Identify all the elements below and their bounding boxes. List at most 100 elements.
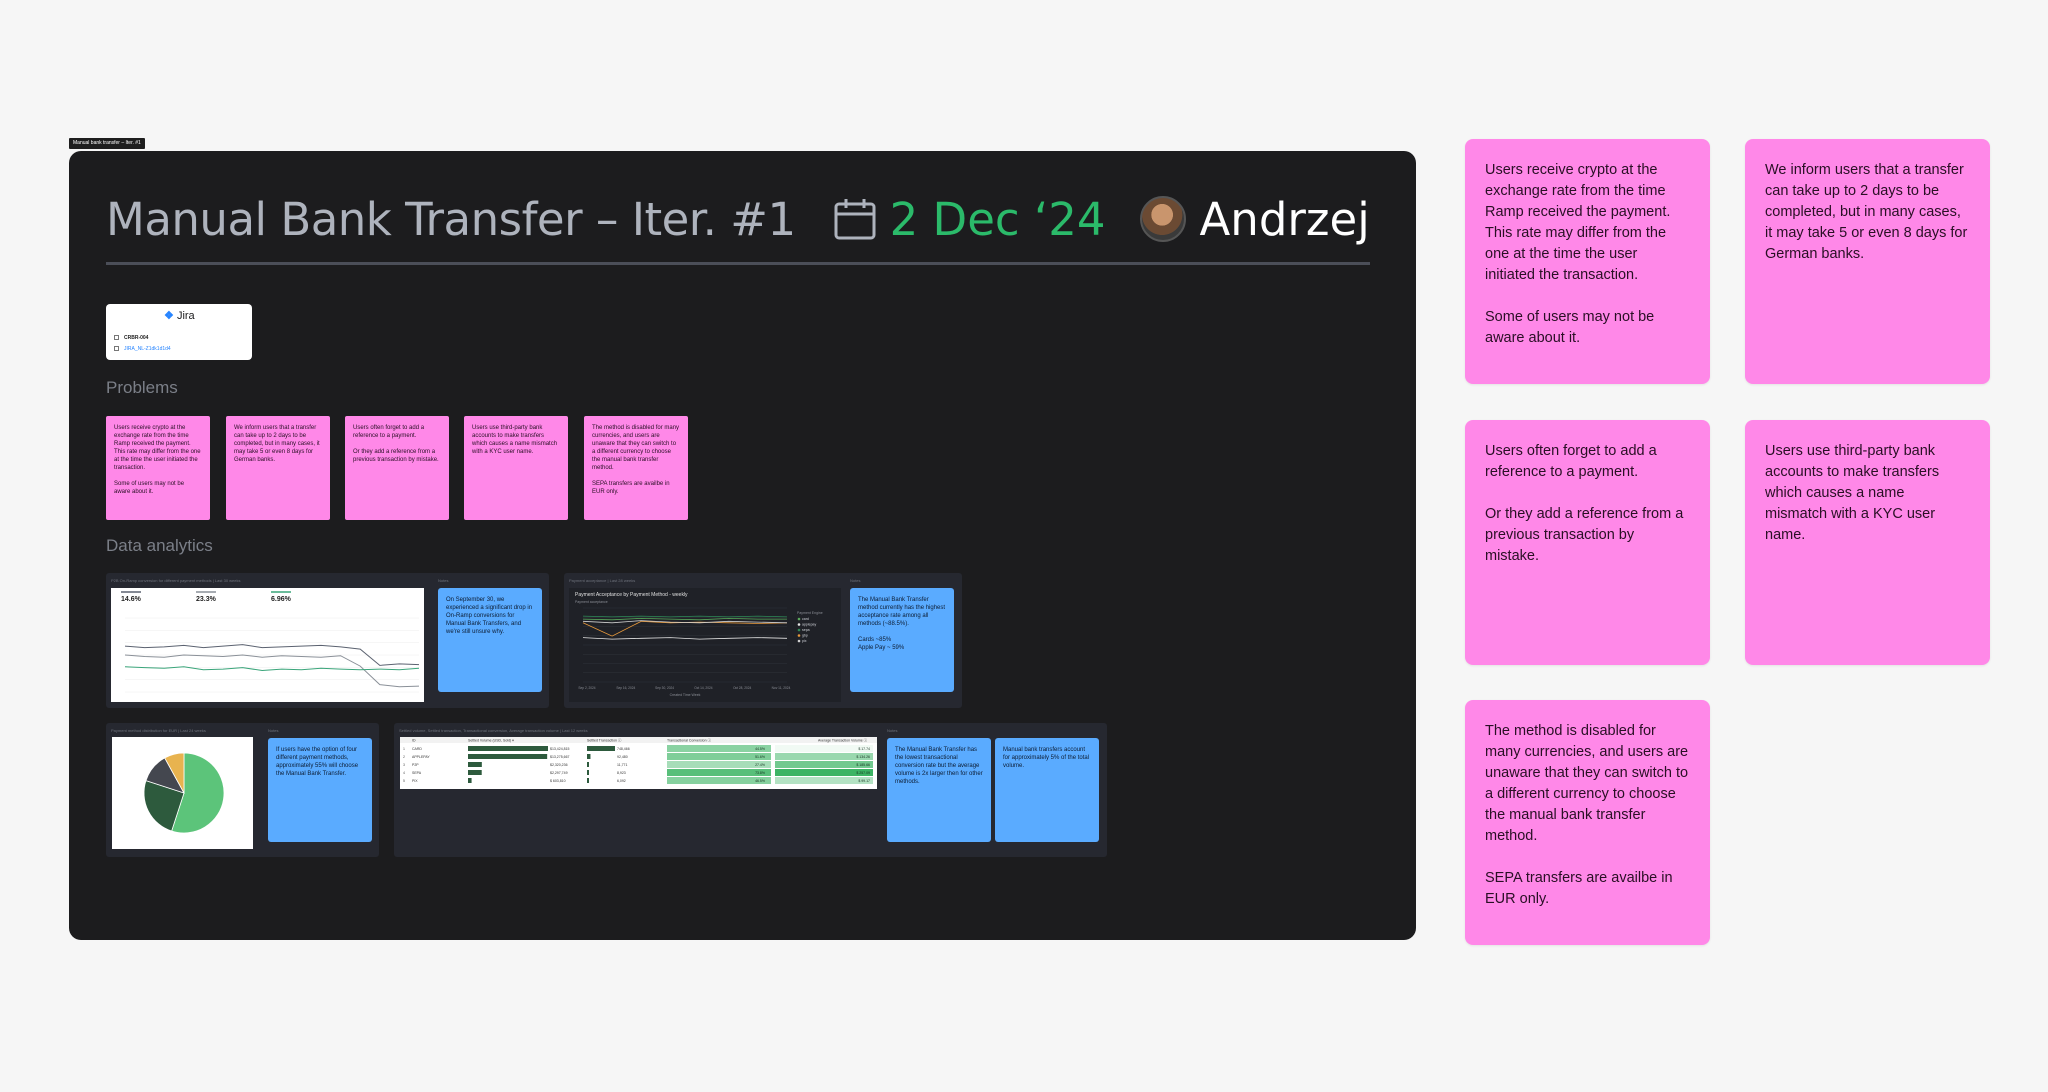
transaction-bar (587, 778, 589, 783)
sticky-note[interactable]: The method is disabled for many currenci… (1465, 700, 1710, 945)
notes-label: Notes (887, 728, 898, 733)
acceptance-chart-box: Payment Acceptance by Payment Method - w… (569, 588, 841, 702)
stat-label: 6.96% (271, 596, 292, 603)
distribution-pie-chart (143, 752, 225, 834)
chart-title: Payment Acceptance by Payment Method - w… (575, 592, 688, 598)
conversion-cell (667, 745, 771, 752)
sticky-note[interactable]: Users often forget to add a reference to… (1465, 420, 1710, 665)
stat-label: 23.3% (196, 596, 217, 603)
problem-sticky[interactable]: Users often forget to add a reference to… (345, 416, 449, 520)
x-axis-label: Created Time Week (670, 693, 701, 697)
jira-issue-key: CRBR-004 (114, 335, 148, 341)
transaction-bar (587, 754, 591, 759)
x-tick-label: Sep 30, 2024 (655, 686, 674, 690)
chart-subtitle: Payment acceptance (575, 600, 608, 604)
header-divider (106, 262, 1370, 265)
series-line (582, 617, 787, 621)
pie-chart-box (112, 737, 253, 849)
volume-bar (468, 770, 482, 775)
volume-bar (468, 762, 482, 767)
sticky-note[interactable]: Users use third-party bank accounts to m… (1745, 420, 1990, 665)
row-method: PIX (412, 779, 418, 783)
avg-volume-cell (775, 769, 873, 776)
column-header: Settled Volume (USD, Sold) ▾ (468, 739, 514, 743)
avg-volume-cell (775, 753, 873, 760)
panel-caption-text: Payment method distribution for EUR (111, 728, 178, 733)
row-method: P2P (412, 763, 419, 767)
stat-label: 14.6% (121, 596, 142, 603)
jira-issue-link[interactable]: JIRA_NL-Z1dk1d1d4 (114, 346, 171, 352)
x-tick-label: Oct 28, 2024 (733, 686, 751, 690)
notes-label: Notes (268, 728, 279, 733)
column-header: ID (412, 739, 416, 743)
pie-slice (171, 752, 225, 834)
note-sticky[interactable]: The Manual Bank Transfer method currentl… (850, 588, 954, 692)
jira-card[interactable]: ❖ Jira CRBR-004 JIRA_NL-Z1dk1d1d4 (106, 304, 252, 360)
note-sticky[interactable]: The Manual Bank Transfer has the lowest … (887, 738, 991, 842)
document-icon (114, 335, 119, 340)
transaction-bar (587, 770, 589, 775)
series-line (582, 620, 788, 624)
note-sticky[interactable]: On September 30, we experienced a signif… (438, 588, 542, 692)
problem-sticky[interactable]: We inform users that a transfer can take… (226, 416, 330, 520)
jira-logo-text: Jira (176, 310, 195, 322)
column-header: Settled Transaction ⓘ (587, 738, 622, 743)
panel-caption-dim: | Last 30 weeks (212, 578, 241, 583)
series-line (124, 666, 420, 672)
legend-label: applepay (802, 623, 816, 627)
legend-label: sepa (802, 628, 810, 632)
conversion-line-chart: 14.6% 23.3% 6.96% (121, 591, 420, 693)
board-header: Manual Bank Transfer – Iter. #1 2 Dec ‘2… (106, 189, 1370, 249)
legend-swatch (797, 639, 801, 643)
avg-volume-cell (775, 761, 873, 768)
legend-swatch (797, 623, 801, 626)
x-tick-label: Sep 2, 2024 (578, 686, 595, 690)
note-sticky[interactable]: Manual bank transfers account for approx… (995, 738, 1099, 842)
avg-volume-value: $ 134.26 (856, 755, 870, 759)
problem-sticky[interactable]: The method is disabled for many currenci… (584, 416, 688, 520)
volume-value: $2,297,749 (550, 771, 568, 775)
conversion-value: 73.8% (755, 771, 765, 775)
frame-label[interactable]: Manual bank transfer – Iter. #1 (69, 138, 145, 149)
panel-caption-text: Payment acceptance (569, 578, 607, 583)
avg-volume-value: $ 99.17 (858, 779, 870, 783)
acceptance-line-chart: Payment Acceptance by Payment Method - w… (575, 592, 823, 697)
jira-issue-key-text: CRBR-004 (124, 335, 149, 341)
problem-sticky[interactable]: Users receive crypto at the exchange rat… (106, 416, 210, 520)
transaction-bar (587, 762, 589, 767)
analytics-panel-acceptance[interactable]: Payment acceptance | Last 28 weeks Notes… (564, 573, 962, 708)
jira-logo: ❖ Jira (164, 309, 195, 322)
transaction-value: 92,480 (617, 755, 628, 759)
metrics-table-box: ID Settled Volume (USD, Sold) ▾ Settled Tr… (400, 737, 877, 789)
conversion-value: 46.5% (755, 779, 765, 783)
analytics-panel-table[interactable]: Settled volume, Settled transaction, Tra… (394, 723, 1107, 857)
transaction-value: 11,771 (617, 763, 627, 767)
panel-caption-text: Settled volume, Settled transaction, Tra… (399, 728, 559, 733)
avg-volume-value: $ 17.74 (858, 747, 870, 751)
panel-caption: Payment acceptance | Last 28 weeks (569, 578, 635, 583)
board-frame[interactable]: Manual Bank Transfer – Iter. #1 2 Dec ‘2… (69, 151, 1416, 940)
panel-caption-dim: | Last 24 weeks (178, 728, 206, 733)
conversion-value: 27.4% (755, 763, 765, 767)
row-method: CARD (412, 747, 422, 751)
section-data-analytics: Data analytics (106, 536, 213, 555)
table-header-bg (400, 737, 877, 743)
analytics-panel-distribution[interactable]: Payment method distribution for EUR | La… (106, 723, 379, 857)
x-tick-label: Nov 11, 2024 (772, 686, 791, 690)
sticky-note[interactable]: Users receive crypto at the exchange rat… (1465, 139, 1710, 384)
sticky-note[interactable]: We inform users that a transfer can take… (1745, 139, 1990, 384)
notes-label: Notes (438, 578, 449, 583)
avg-volume-cell (775, 745, 873, 752)
row-index: 2 (403, 755, 405, 759)
jira-issue-link-text[interactable]: JIRA_NL-Z1dk1d1d4 (124, 346, 171, 352)
analytics-panel-conversion[interactable]: P2B On-Ramp conversion for different pay… (106, 573, 549, 708)
avg-volume-value: $ 185.66 (856, 763, 870, 767)
problem-sticky[interactable]: Users use third-party bank accounts to m… (464, 416, 568, 520)
row-method: APPLEPAY (412, 755, 430, 759)
note-sticky[interactable]: If users have the option of four differe… (268, 738, 372, 842)
x-tick-label: Sep 16, 2024 (616, 686, 635, 690)
calendar-icon (834, 199, 876, 240)
metrics-table: ID Settled Volume (USD, Sold) ▾ Settled Tr… (400, 737, 877, 784)
series-line (124, 654, 420, 688)
legend-label: pix (802, 639, 807, 643)
